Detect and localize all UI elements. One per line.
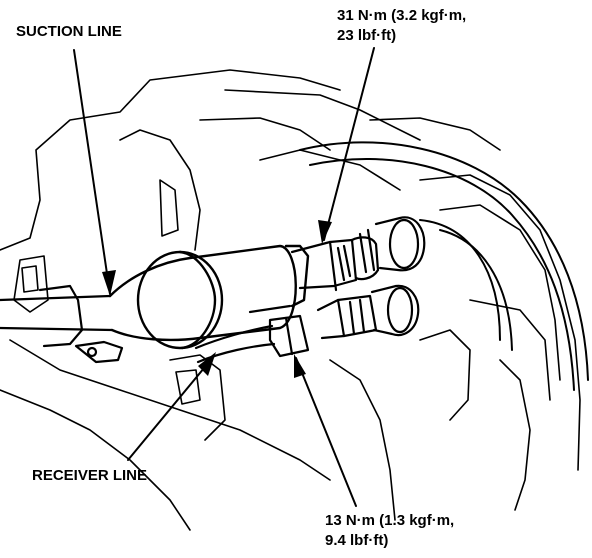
torque-spec-upper-line2: 23 lbf·ft) <box>337 27 397 44</box>
engine-bay-outline <box>0 69 581 531</box>
receiver-dryer <box>108 244 310 350</box>
lower-fitting <box>316 284 420 340</box>
torque-top-arrowhead <box>318 220 332 244</box>
leader-arrows <box>73 47 375 507</box>
torque-bottom-leader <box>295 357 357 507</box>
torque-spec-lower-line2: 9.4 lbf·ft) <box>325 532 389 549</box>
torque-spec-upper: 31 N·m (3.2 kgf·m, 23 lbf·ft) <box>337 6 466 46</box>
suction-line-pipe <box>0 284 124 364</box>
torque-top-leader <box>323 47 375 241</box>
receiver-line-nut <box>194 304 310 364</box>
receiver-line-leader <box>127 355 215 461</box>
hose-bundle <box>299 141 589 391</box>
torque-spec-lower: 13 N·m (1.3 kgf·m, 9.4 lbf·ft) <box>325 511 454 551</box>
suction-line-leader <box>73 49 111 295</box>
upper-fitting <box>290 216 426 292</box>
receiver-line-arrowhead <box>198 352 216 376</box>
receiver-line-label: RECEIVER LINE <box>32 467 148 484</box>
suction-line-arrowhead <box>102 270 116 296</box>
suction-line-label: SUCTION LINE <box>16 23 122 40</box>
torque-spec-upper-line1: 31 N·m (3.2 kgf·m, <box>337 7 467 24</box>
torque-bottom-arrowhead <box>294 354 306 378</box>
torque-spec-lower-line1: 13 N·m (1.3 kgf·m, <box>325 512 455 529</box>
